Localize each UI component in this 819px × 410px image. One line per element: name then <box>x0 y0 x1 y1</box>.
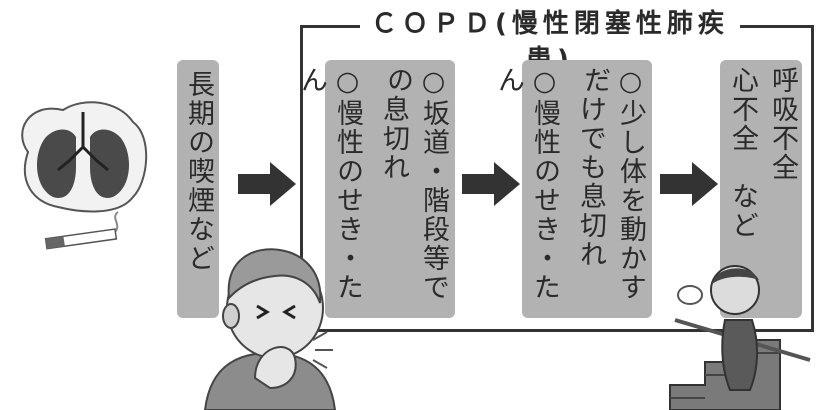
arrow-right-icon <box>462 162 520 206</box>
cause-text: 長期の喫煙など <box>183 70 214 273</box>
stage1-line3: ○慢性のせき・たん <box>296 66 363 302</box>
lungs-icon <box>21 101 148 213</box>
cause-box: 長期の喫煙など <box>177 60 219 318</box>
stage2-line1: ○少し体を動かすだ <box>579 66 646 302</box>
stage3-line2: 心不全 など <box>727 66 758 240</box>
stage3-line1: 呼吸不全 <box>767 66 798 182</box>
breathless-man-illustration <box>669 265 811 410</box>
stage2-line2: けでも息切れ <box>575 66 606 269</box>
stage1-line2: 息切れ <box>378 66 409 182</box>
arrow-right-icon <box>660 162 718 206</box>
arrow-right-icon <box>238 162 296 206</box>
cigarette-icon <box>44 211 119 250</box>
stage2-line3: ○慢性のせき・たん <box>493 66 560 302</box>
stage1-box: ○坂道・階段等での 息切れ ○慢性のせき・たん <box>296 60 455 318</box>
diagram-title: ＣＯＰＤ(慢性閉塞性肺疾患) <box>360 6 740 75</box>
coughing-man-illustration <box>203 248 337 410</box>
stage1-line1: ○坂道・階段等での <box>382 66 449 302</box>
stage2-box: ○少し体を動かすだ けでも息切れ ○慢性のせき・たん <box>493 60 652 318</box>
